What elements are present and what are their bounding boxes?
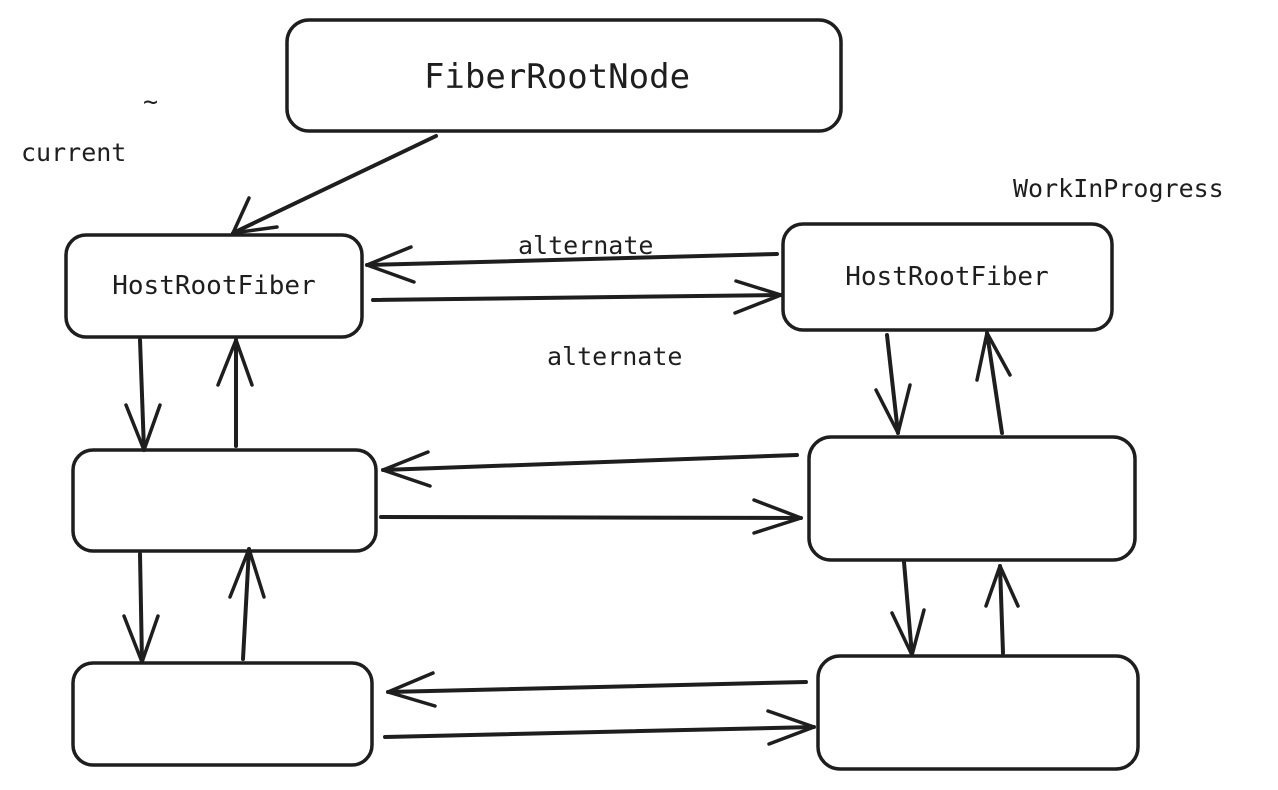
wip1-to-wip2-arrowhead	[890, 608, 926, 657]
current1-to-current0-arrowhead	[216, 338, 254, 387]
current-child-fiber-box[interactable]	[71, 448, 378, 553]
wip0-to-current0-alternate-edge	[365, 252, 779, 267]
root-to-current-edge	[231, 134, 438, 235]
alternate-bottom-label: alternate	[547, 342, 682, 371]
wip0-to-current0-alternate-arrowhead	[365, 245, 416, 284]
wip0-to-wip1-edge	[885, 333, 900, 435]
wip1-to-current1-edge	[381, 453, 799, 472]
current-grandchild-fiber-box[interactable]	[71, 661, 374, 767]
current2-to-wip2-edge	[383, 725, 816, 739]
tilde-mark: ~	[143, 87, 158, 116]
current0-to-current1-arrowhead	[124, 403, 162, 452]
current2-to-current1-edge	[241, 547, 251, 661]
wip1-to-wip2-edge	[902, 560, 914, 657]
current2-to-wip2-arrowhead	[766, 709, 816, 746]
wip1-to-current1-arrowhead	[381, 450, 432, 488]
wip-host-root-fiber-box[interactable]	[781, 222, 1114, 332]
current0-to-wip0-alternate-edge	[371, 293, 783, 302]
wip-host-root-fiber-label: HostRootFiber	[845, 262, 1049, 292]
wip1-to-wip0-edge	[985, 331, 1004, 435]
wip0-to-wip1-arrowhead	[874, 383, 912, 435]
current-label: current	[21, 138, 126, 167]
wip2-to-current2-arrowhead	[386, 671, 437, 708]
current1-to-current2-arrowhead	[122, 614, 160, 664]
current2-to-current1-arrowhead	[228, 547, 266, 599]
current0-to-wip0-alternate-arrowhead	[733, 279, 783, 315]
wip1-to-wip0-arrowhead	[975, 331, 1012, 382]
edges	[122, 134, 1020, 746]
current1-to-wip1-arrowhead	[752, 498, 803, 535]
wip2-to-wip1-edge	[998, 564, 1005, 655]
current0-to-current1-edge	[138, 338, 146, 452]
fiber-root-node-label: FiberRootNode	[424, 57, 690, 97]
current1-to-wip1-edge	[379, 515, 803, 520]
current-host-root-fiber-box[interactable]	[64, 233, 364, 339]
current-host-root-fiber-label: HostRootFiber	[112, 271, 316, 301]
root-to-current-arrowhead	[231, 196, 279, 235]
wip-grandchild-fiber-box[interactable]	[816, 654, 1140, 771]
fiber-root-node-box[interactable]	[285, 18, 843, 133]
alternate-top-label: alternate	[518, 231, 653, 260]
wip-child-fiber-box[interactable]	[807, 435, 1137, 562]
wip2-to-wip1-arrowhead	[984, 564, 1020, 608]
work-in-progress-label: WorkInProgress	[1013, 174, 1224, 203]
current1-to-current2-edge	[138, 552, 144, 664]
wip2-to-current2-edge	[386, 680, 808, 694]
